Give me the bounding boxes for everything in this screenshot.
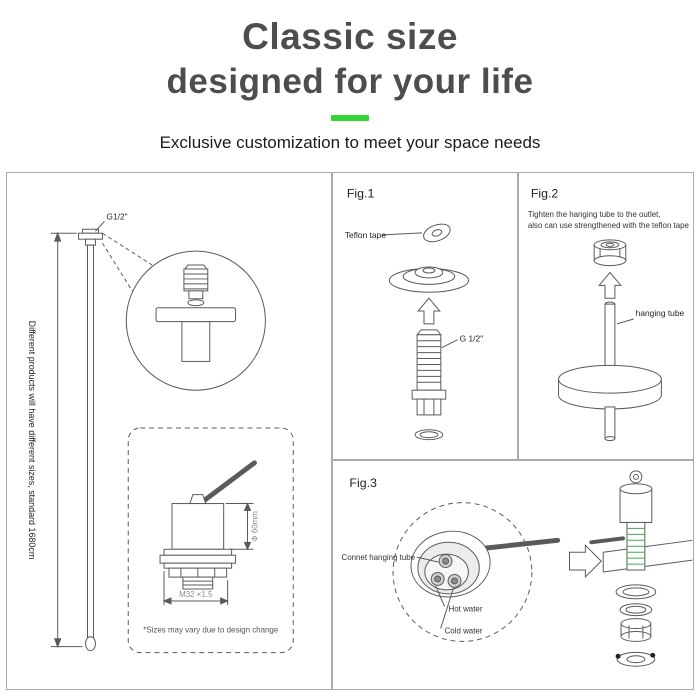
threaded-pipe-drawing xyxy=(411,329,458,441)
outlet-fitting-drawing xyxy=(593,239,627,267)
fig1-drawing: Fig.1 Teflon tape xyxy=(345,186,484,441)
right-arrow-icon xyxy=(569,544,602,579)
panel-fig2: Fig.2 Tighten the hanging tube to the ou… xyxy=(518,172,694,460)
up-arrow-icon xyxy=(417,297,441,325)
fig2-label: Fig.2 xyxy=(531,186,559,200)
thread-dimension-label: M32 ×1.5 xyxy=(179,590,213,599)
teflon-tape-icon xyxy=(382,223,451,243)
mounting-assembly-drawing xyxy=(589,470,693,667)
product-dimension-drawing: G1/2" Different products will have diffe… xyxy=(27,211,294,654)
fig1-g-half-label: G 1/2" xyxy=(460,334,484,344)
up-arrow-icon xyxy=(598,271,622,299)
thread-detail-callout xyxy=(125,250,266,391)
page-subtitle: Exclusive customization to meet your spa… xyxy=(159,133,541,152)
fig2-instruction-line2: also can use strengthened with the teflo… xyxy=(528,221,690,230)
fig2-instruction-line1: Tighten the hanging tube to the outlet, xyxy=(528,210,661,219)
g-half-label: G1/2" xyxy=(106,211,127,221)
fig3-drawing: Fig.3 Connet hanging tu xyxy=(342,470,693,667)
hanging-tube-drawing xyxy=(558,301,662,442)
diameter-dimension-label: Φ 60mm xyxy=(250,511,259,542)
accent-underline xyxy=(331,115,369,121)
fig3-label: Fig.3 xyxy=(349,476,377,490)
page-title-line2: designed for your life xyxy=(166,62,534,101)
faucet-detail-box xyxy=(127,427,294,654)
vertical-size-note: Different products will have different s… xyxy=(27,321,37,560)
fig1-label: Fig.1 xyxy=(347,186,375,200)
escutcheon-drawing xyxy=(388,266,470,293)
faucet-bottom-view xyxy=(392,502,561,642)
hot-water-label: Hot water xyxy=(449,605,483,614)
fig2-drawing: Fig.2 Tighten the hanging tube to the ou… xyxy=(528,186,690,442)
hanging-tube-label: hanging tube xyxy=(636,308,685,318)
shower-pole-drawing xyxy=(50,220,153,652)
header: Classic size designed for your life Excl… xyxy=(0,0,700,153)
panel-product-dimensions: G1/2" Different products will have diffe… xyxy=(6,172,332,690)
size-variance-note: *Sizes may vary due to design change xyxy=(143,626,279,635)
panel-fig1: Fig.1 Teflon tape xyxy=(332,172,518,460)
page-title-line1: Classic size xyxy=(242,16,458,57)
connect-hanging-tube-label: Connet hanging tube xyxy=(342,553,416,562)
teflon-tape-label: Teflon tape xyxy=(345,230,386,240)
panel-fig3: Fig.3 Connet hanging tu xyxy=(332,460,694,690)
cold-water-label: Cold water xyxy=(445,626,483,635)
